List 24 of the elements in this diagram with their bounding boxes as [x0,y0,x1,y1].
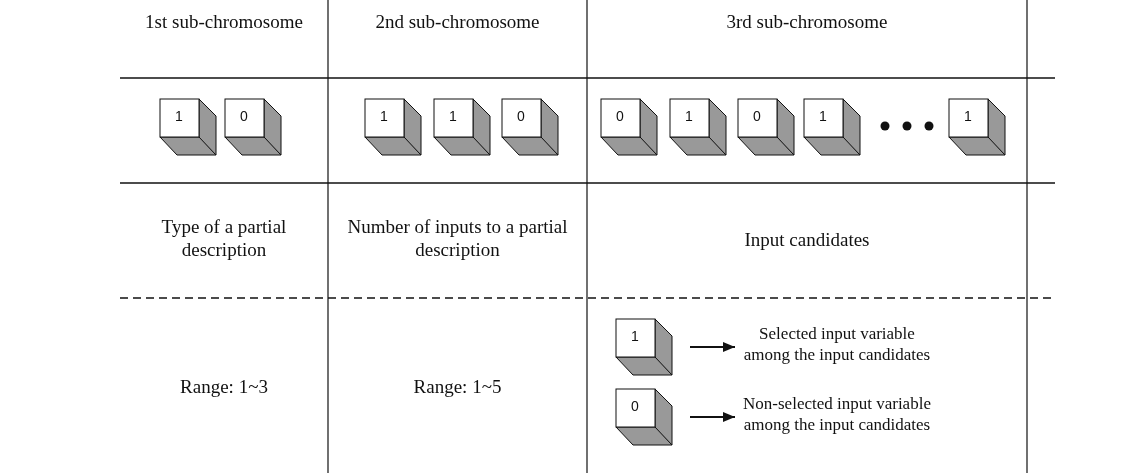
description-text: Input candidates [743,228,871,251]
bit-cube: 0 [737,98,795,156]
arrow [689,342,736,352]
bit-cube: 1 [669,98,727,156]
bit-cube: 1 [948,98,1006,156]
bit-cube: 0 [224,98,282,156]
bit-cube: 1 [159,98,217,156]
bit-cube: 0 [615,388,673,446]
legend-text: Non-selected input variable among the input candidates [737,393,937,435]
column-header: 2nd sub-chromosome [374,10,541,33]
bit-cube: 1 [803,98,861,156]
column-header: 1st sub-chromosome [144,10,304,33]
range-text: Range: 1~3 [179,375,269,398]
bit-cube: 1 [433,98,491,156]
column-header: 3rd sub-chromosome [725,10,889,33]
bit-cube: 1 [615,318,673,376]
arrow [689,412,736,422]
bit-cube: 1 [364,98,422,156]
description-text: Type of a partial description [160,215,288,261]
bit-cube: 0 [501,98,559,156]
bit-cube: 0 [600,98,658,156]
range-text: Range: 1~5 [412,375,503,398]
description-text: Number of inputs to a partial description [346,215,569,261]
legend-text: Selected input variable among the input candidates [737,323,937,365]
